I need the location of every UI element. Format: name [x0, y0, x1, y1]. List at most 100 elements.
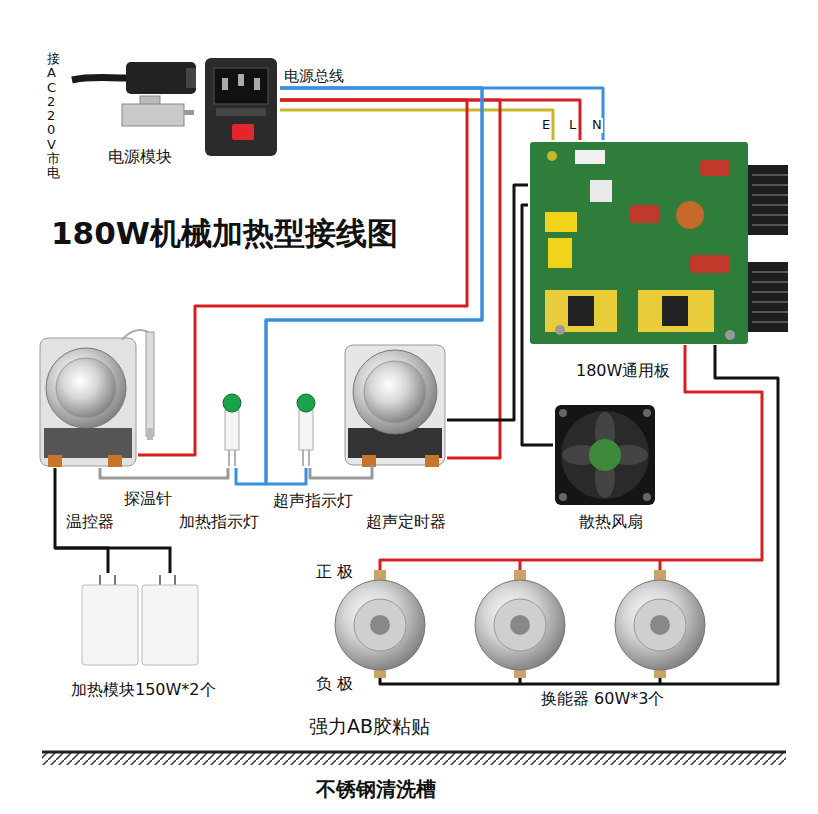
power-input-note: 接AC 220V市电	[47, 52, 60, 181]
pcb-board	[725, 330, 735, 340]
heating-indicator-lamp	[225, 410, 239, 450]
power-socket	[205, 58, 277, 156]
transducer-group: 换能器 60W*3个	[328, 570, 713, 678]
ultrasonic-timer	[362, 455, 376, 467]
wire	[380, 345, 762, 570]
heating-module	[55, 548, 170, 573]
temperature-probe	[122, 330, 148, 340]
wire	[280, 88, 603, 140]
thermostat	[108, 455, 122, 467]
pcb-board	[638, 290, 714, 332]
cooling-fan: 散热风扇	[553, 403, 657, 507]
power-plug	[72, 62, 196, 94]
transducer	[370, 615, 390, 635]
part-label: 加热模块150W*2个	[70, 681, 217, 699]
pcb-board	[752, 175, 788, 322]
pcb-board	[590, 180, 612, 202]
wire	[280, 110, 553, 140]
ultrasonic-indicator-lamp	[303, 450, 309, 466]
heating-module	[55, 548, 198, 665]
wire	[138, 100, 467, 455]
thermostat: 温控器	[38, 335, 138, 468]
ultrasonic-timer	[345, 345, 445, 467]
transducer	[475, 580, 565, 670]
power-socket	[205, 58, 277, 156]
power-plug	[126, 62, 196, 94]
wire	[280, 100, 500, 458]
wire	[310, 465, 372, 478]
transducer	[510, 615, 530, 635]
indicator-lamp: 超声指示灯	[294, 395, 318, 468]
wire	[266, 88, 482, 484]
transducer	[335, 580, 425, 670]
pcb-board	[662, 296, 688, 326]
ultrasonic-timer	[425, 455, 439, 467]
heating-module: 加热模块150W*2个	[78, 573, 204, 667]
part-label: 超声定时器	[365, 513, 447, 531]
wire	[522, 205, 553, 445]
transducer	[494, 599, 546, 651]
mounting-note: 强力AB胶粘贴	[308, 716, 431, 738]
terminal-name: L	[568, 118, 577, 133]
diagram-title: 180W机械加热型接线图	[50, 216, 399, 252]
power-plug	[186, 68, 196, 88]
part-name: 探温针	[123, 490, 173, 508]
wire	[280, 100, 500, 458]
wire	[447, 185, 528, 420]
wire	[447, 185, 528, 420]
polarity-label: 正 极	[315, 563, 354, 581]
pcb-board	[555, 325, 565, 335]
part-label: 散热风扇	[578, 513, 644, 531]
pcb-board	[547, 151, 557, 161]
power-socket	[254, 78, 260, 90]
wire	[100, 468, 228, 478]
ultrasonic-timer	[353, 350, 437, 434]
wire	[280, 88, 603, 140]
heating-indicator-lamp	[229, 450, 235, 466]
heating-module	[142, 585, 198, 665]
pcb-board	[530, 142, 748, 344]
tank-wall	[42, 752, 786, 765]
transducer	[335, 560, 705, 684]
wire	[138, 100, 467, 455]
power-module: 电源模块	[100, 55, 280, 167]
wire	[380, 345, 762, 570]
cooling-fan	[555, 405, 655, 505]
transducer	[354, 599, 406, 651]
power-plug	[72, 78, 128, 81]
ultrasonic-timer	[364, 361, 426, 423]
heating-indicator-lamp	[223, 394, 241, 466]
pcb-board	[568, 296, 594, 326]
cooling-fan	[643, 493, 651, 501]
part-label: 加热指示灯	[178, 513, 260, 531]
terminal-name: N	[591, 118, 603, 133]
cooling-fan	[561, 411, 649, 499]
cooling-fan	[589, 439, 621, 471]
cooling-fan	[559, 409, 567, 417]
ultrasonic-timer	[345, 345, 445, 465]
cooling-fan	[555, 405, 655, 505]
power-module	[184, 110, 194, 115]
power-module	[122, 104, 184, 126]
part-label: 温控器	[65, 513, 115, 531]
control-board: 180W通用板	[528, 140, 790, 345]
indicator-lamp: 加热指示灯	[220, 395, 244, 468]
cooling-fan	[559, 493, 567, 501]
wire	[100, 468, 228, 478]
pcb-board	[545, 212, 577, 232]
tank-wall	[42, 753, 786, 765]
pcb-board	[530, 142, 788, 344]
pcb-board	[700, 160, 730, 176]
wire	[266, 88, 482, 484]
terminal-name: E	[541, 118, 551, 133]
transducer	[634, 599, 686, 651]
transducer	[615, 580, 705, 670]
wire	[280, 100, 580, 140]
pcb-board	[545, 290, 617, 332]
heating-indicator-lamp	[223, 394, 241, 412]
power-module	[122, 96, 194, 126]
power-socket	[214, 68, 268, 104]
part-label: 电源模块	[107, 148, 173, 166]
ultrasonic-indicator-lamp	[297, 394, 315, 412]
